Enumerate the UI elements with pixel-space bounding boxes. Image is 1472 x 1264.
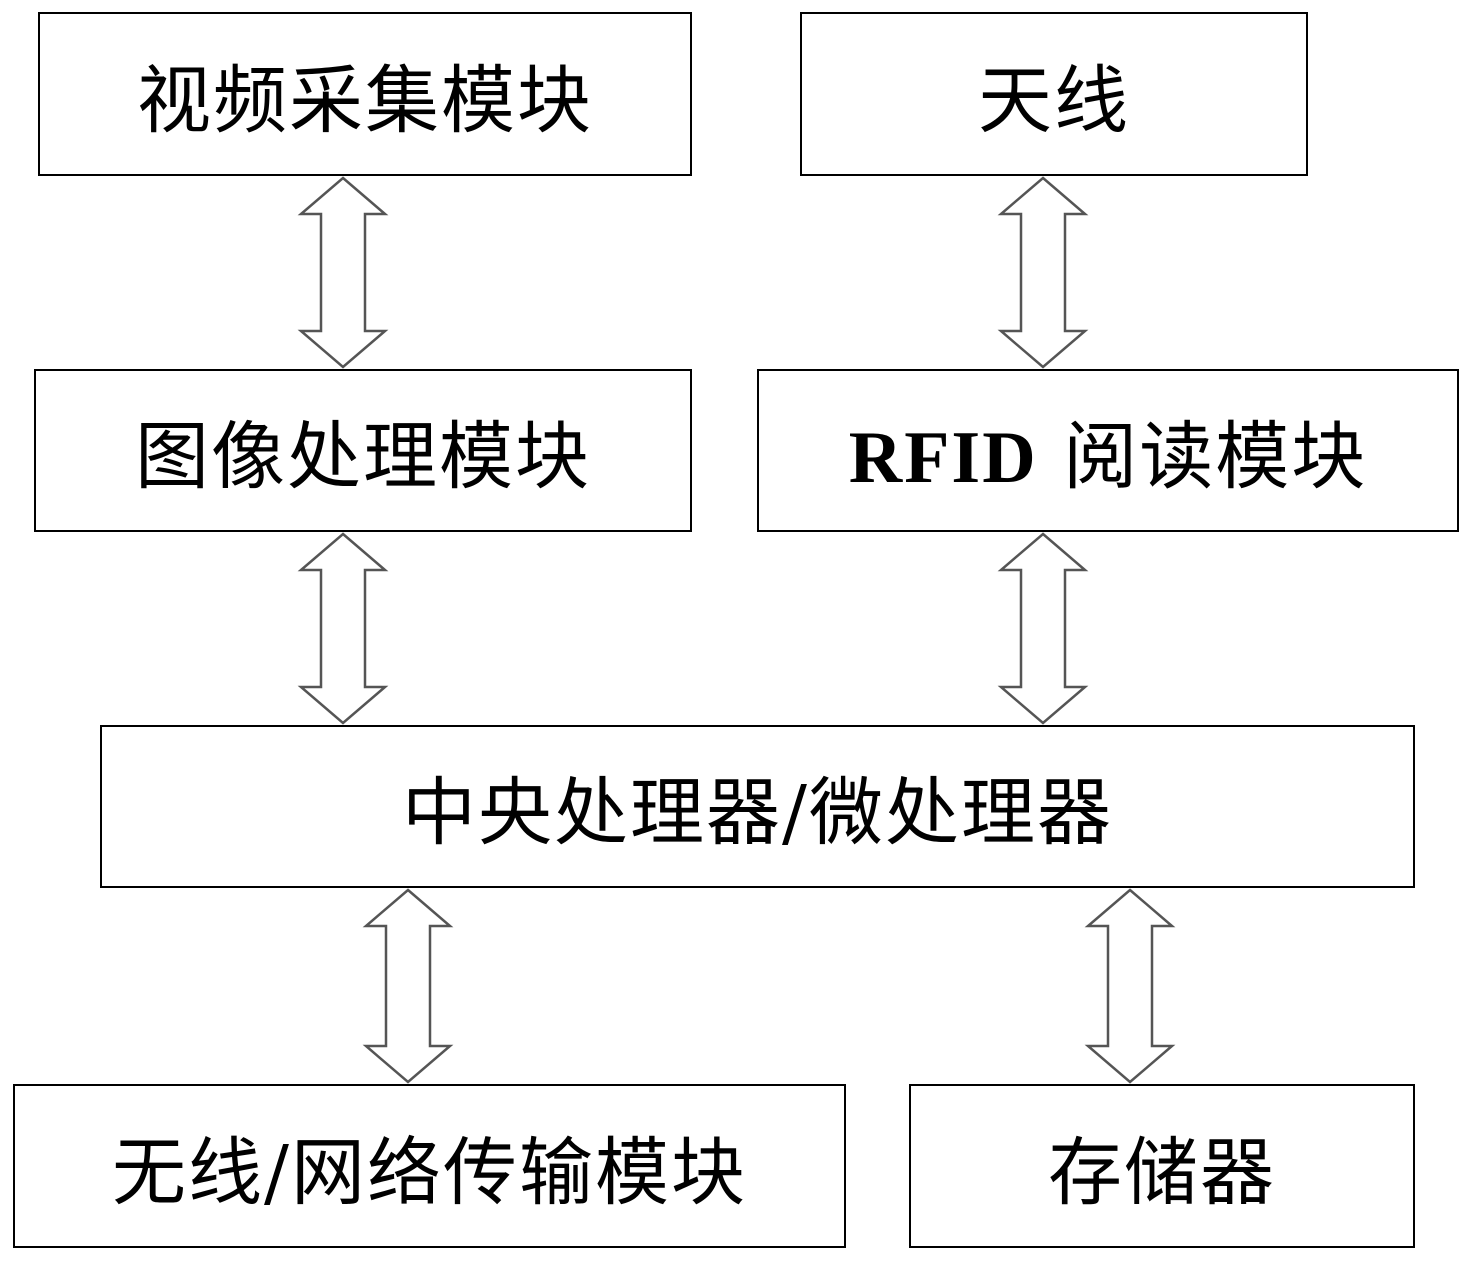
- reader-module-text: 阅读模块: [1063, 414, 1367, 500]
- rfid-reader-module-box: RFID 阅读模块: [757, 369, 1459, 532]
- arrow-antenna-rfid: [1001, 178, 1085, 367]
- rfid-reader-module-label: RFID 阅读模块: [849, 397, 1367, 504]
- arrow-image-cpu: [301, 534, 385, 723]
- video-capture-module-label: 视频采集模块: [137, 41, 593, 148]
- antenna-box: 天线: [800, 12, 1308, 176]
- wireless-network-module-label: 无线/网络传输模块: [112, 1113, 747, 1220]
- arrow-cpu-storage: [1088, 890, 1172, 1082]
- storage-label: 存储器: [1048, 1113, 1276, 1220]
- cpu-label: 中央处理器/微处理器: [402, 753, 1113, 860]
- cpu-box: 中央处理器/微处理器: [100, 725, 1415, 888]
- arrow-cpu-storage-shape: [1088, 890, 1172, 1082]
- image-processing-module-box: 图像处理模块: [34, 369, 692, 532]
- rfid-text: RFID: [849, 417, 1038, 499]
- image-processing-module-label: 图像处理模块: [135, 397, 591, 504]
- arrow-rfid-cpu: [1001, 534, 1085, 723]
- video-capture-module-box: 视频采集模块: [38, 12, 692, 176]
- antenna-label: 天线: [978, 41, 1130, 148]
- wireless-network-module-box: 无线/网络传输模块: [13, 1084, 846, 1248]
- arrow-image-cpu-shape: [301, 534, 385, 723]
- arrow-cpu-wireless: [366, 890, 450, 1082]
- arrow-video-image: [301, 178, 385, 367]
- arrow-video-image-shape: [301, 178, 385, 367]
- arrow-antenna-rfid-shape: [1001, 178, 1085, 367]
- arrow-rfid-cpu-shape: [1001, 534, 1085, 723]
- arrow-cpu-wireless-shape: [366, 890, 450, 1082]
- storage-box: 存储器: [909, 1084, 1415, 1248]
